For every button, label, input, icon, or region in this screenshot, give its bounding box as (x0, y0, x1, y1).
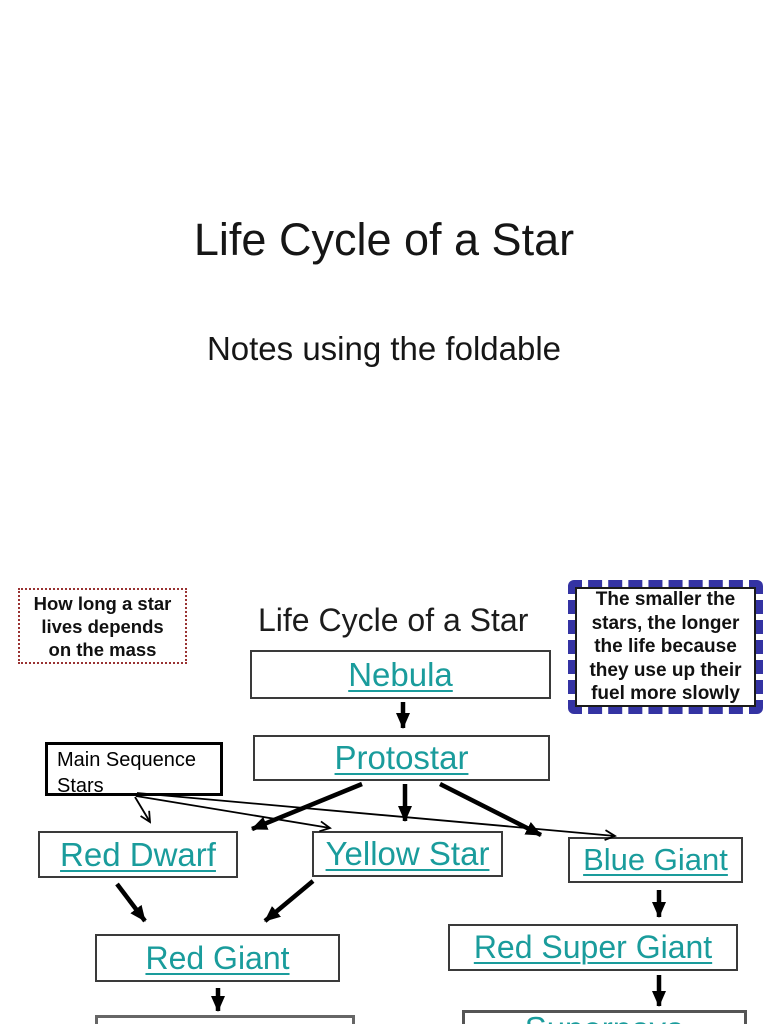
node-bottom-left-cutoff (95, 1015, 355, 1024)
node-red-dwarf: Red Dwarf (38, 831, 238, 878)
note-mass-box: How long a star lives depends on the mas… (18, 588, 187, 664)
node-blue-giant: Blue Giant (568, 837, 743, 883)
node-red-dwarf-link[interactable]: Red Dwarf (60, 835, 216, 873)
node-yellow-star: Yellow Star (312, 831, 503, 877)
slide-subtitle: Notes using the foldable (206, 330, 562, 367)
arrow-yellow-star-to-red-giant (263, 879, 315, 923)
node-protostar-link[interactable]: Protostar (334, 739, 469, 776)
arrow-protostar-to-blue-giant (438, 781, 543, 838)
node-supernova-link[interactable]: Supernova (525, 1012, 685, 1024)
note-smaller-line: fuel more slowly (591, 683, 740, 705)
node-nebula: Nebula (250, 650, 551, 699)
node-red-giant: Red Giant (95, 934, 340, 982)
arrow-main-sequence-to-blue-giant (136, 792, 615, 836)
node-blue-giant-link[interactable]: Blue Giant (583, 842, 728, 877)
node-red-super-giant-link[interactable]: Red Super Giant (473, 929, 713, 965)
note-smaller-line: they use up their (589, 659, 742, 681)
note-smaller-box: The smaller the stars, the longer the li… (568, 580, 763, 714)
note-mass-line: How long a star (33, 592, 172, 614)
node-red-giant-link[interactable]: Red Giant (145, 939, 290, 976)
note-smaller-line: the life because (594, 636, 737, 658)
note-mass-line: on the mass (48, 638, 157, 660)
diagram-heading: Life Cycle of a Star (258, 602, 529, 638)
note-smaller-inner: The smaller the stars, the longer the li… (575, 587, 756, 707)
note-smaller-line: stars, the longer (591, 612, 740, 634)
node-main-sequence: Main Sequence Stars (45, 742, 223, 797)
main-sequence-line: Stars (57, 775, 104, 797)
note-smaller-line: The smaller the (595, 589, 736, 611)
arrow-main-sequence-to-yellow-star (135, 795, 330, 828)
node-nebula-link[interactable]: Nebula (348, 655, 453, 693)
node-yellow-star-link[interactable]: Yellow Star (325, 835, 490, 872)
arrow-main-sequence-to-red-dwarf (134, 796, 150, 822)
node-protostar: Protostar (253, 735, 550, 781)
slide-title: Life Cycle of a Star (193, 214, 575, 265)
arrow-red-dwarf-to-red-giant (115, 882, 147, 923)
note-mass-line: lives depends (41, 615, 164, 637)
node-supernova: Supernova (462, 1010, 747, 1024)
arrow-protostar-to-red-dwarf (251, 781, 363, 832)
node-red-super-giant: Red Super Giant (448, 924, 738, 971)
main-sequence-line: Main Sequence (57, 749, 196, 771)
